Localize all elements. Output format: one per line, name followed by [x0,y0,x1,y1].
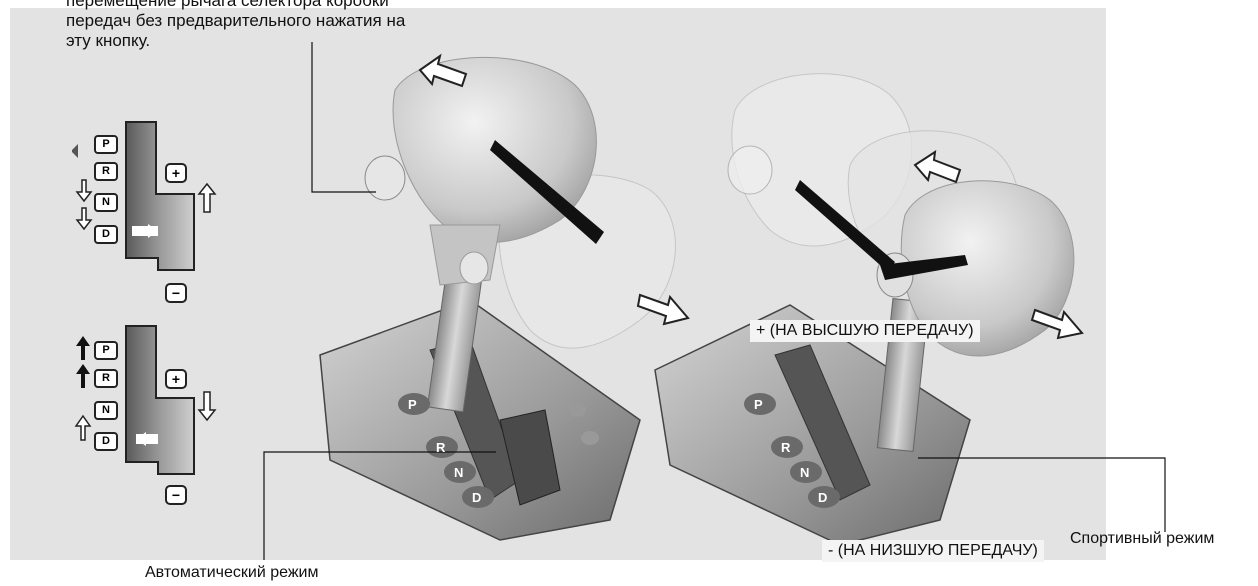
plate-d-left: D [472,490,481,505]
gate-gear-n-lower: N [94,401,118,420]
caption-line-2: передач без предварительного нажатия на [66,11,405,31]
plate-n-right: N [800,465,809,480]
plate-d-right: D [818,490,827,505]
plate-r-left: R [436,440,445,455]
caption-line-1: перемещение рычага селектора коробки [66,0,389,11]
downshift-label: - (НА НИЗШУЮ ПЕРЕДАЧУ) [822,540,1044,562]
gate-gear-p-lower: P [94,341,118,360]
plate-p-right: P [754,397,763,412]
gate-minus-upper: − [170,284,182,302]
gate-gear-d-lower: D [94,432,118,451]
gate-gear-r: R [94,162,118,181]
plate-r-right: R [781,440,790,455]
gate-gear-r-lower: R [94,369,118,388]
right-shifter [655,74,1082,545]
plate-p-left: P [408,397,417,412]
gate-plus-lower: + [170,370,182,388]
caption-line-3: эту кнопку. [66,31,150,51]
plate-n-left: N [454,465,463,480]
left-shifter [320,56,688,540]
automatic-mode-label: Автоматический режим [145,564,319,582]
gate-minus-lower: − [170,486,182,504]
upshift-label: + (НА ВЫСШУЮ ПЕРЕДАЧУ) [750,320,980,342]
sport-mode-label: Спортивный режим [1070,530,1214,548]
gate-gear-d: D [94,225,118,244]
gate-gear-n: N [94,193,118,212]
gate-plus-upper: + [170,164,182,182]
gate-gear-p: P [94,135,118,154]
